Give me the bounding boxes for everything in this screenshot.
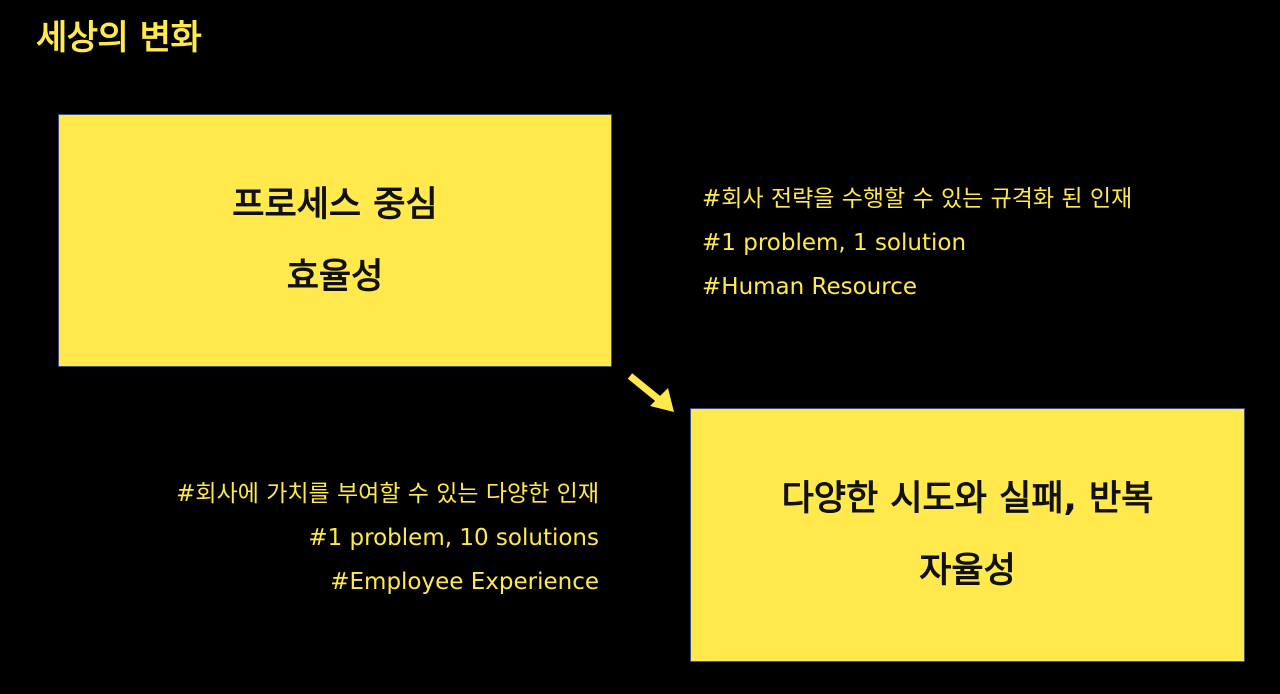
after-box-line-2: 자율성 [919,551,1016,591]
after-notes: #회사에 가치를 부여할 수 있는 다양한 인재 #1 problem, 10 … [176,481,599,613]
after-note-3: #Employee Experience [330,569,599,595]
before-notes: #회사 전략을 수행할 수 있는 규격화 된 인재 #1 problem, 1 … [702,186,1132,318]
slide-title: 세상의 변화 [36,18,202,58]
before-note-2: #1 problem, 1 solution [702,230,967,256]
before-note-3: #Human Resource [702,274,918,300]
arrow-down-right-icon [627,373,674,412]
before-box-line-1: 프로세스 중심 [232,184,438,225]
after-box: 다양한 시도와 실패, 반복 자율성 [690,408,1245,662]
after-note-1: #회사에 가치를 부여할 수 있는 다양한 인재 [176,481,599,507]
before-note-1: #회사 전략을 수행할 수 있는 규격화 된 인재 [702,186,1133,212]
before-box: 프로세스 중심 효율성 [58,114,612,367]
before-box-line-2: 효율성 [286,256,384,297]
after-box-line-1: 다양한 시도와 실패, 반복 [781,479,1154,519]
after-note-2: #1 problem, 10 solutions [308,525,599,551]
